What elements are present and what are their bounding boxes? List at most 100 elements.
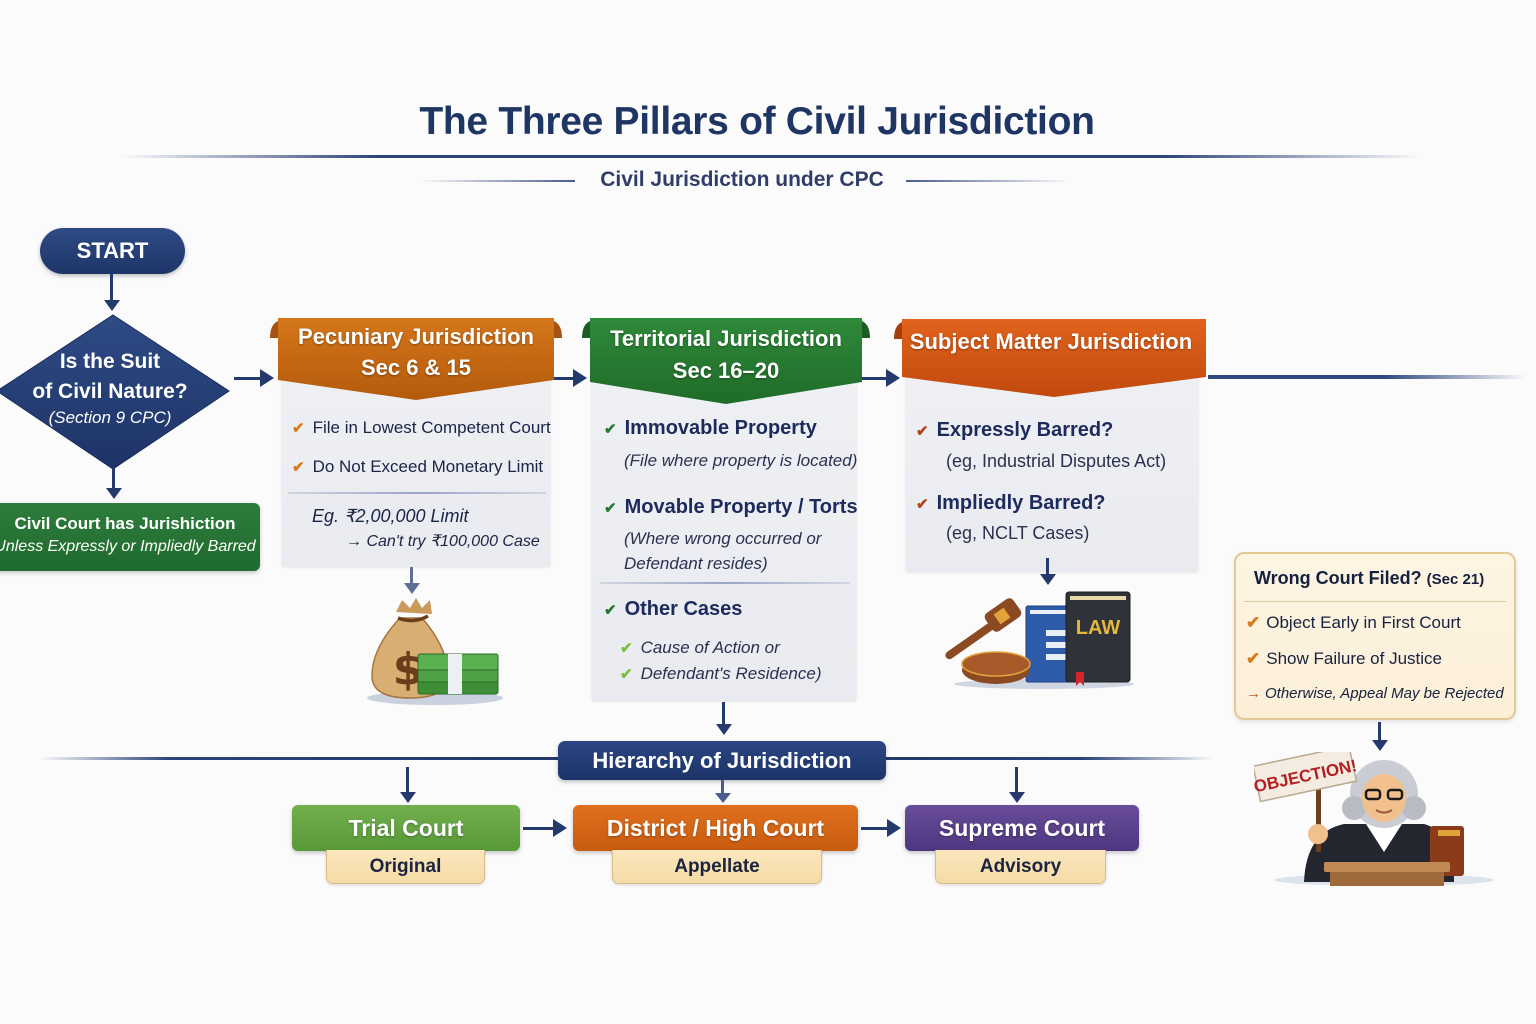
court-type-appellate: Appellate bbox=[612, 850, 822, 884]
arrow-down-icon bbox=[400, 792, 416, 803]
civil-court-note: Unless Expressly or Impliedly Barred bbox=[0, 538, 256, 555]
territorial-note: (File where property is located) bbox=[624, 451, 858, 470]
pillar-header-ribbon bbox=[894, 319, 1206, 397]
check-icon: ✔ bbox=[916, 496, 929, 513]
civil-court-title: Civil Court has Jurishiction bbox=[14, 514, 236, 533]
connector-pecuniary-territorial bbox=[551, 377, 575, 380]
connector-district-supreme bbox=[861, 827, 889, 830]
example-case: → Can't try ₹100,000 Case bbox=[346, 533, 540, 550]
connector-decision-civil bbox=[112, 468, 115, 490]
check-icon: ✔ bbox=[620, 640, 633, 657]
pillar-body bbox=[592, 358, 856, 700]
connector-hierarchy-district bbox=[721, 780, 724, 794]
arrow-down-icon bbox=[1372, 740, 1388, 751]
arrow-down-icon bbox=[1009, 792, 1025, 803]
court-supreme: Supreme Court bbox=[905, 805, 1139, 851]
decision-line-2: of Civil Nature? bbox=[32, 380, 188, 403]
connector-hierarchy-supreme bbox=[1015, 767, 1018, 793]
pillar-header-ribbon bbox=[270, 318, 562, 400]
subject-item-implied: ✔Impliedly Barred? bbox=[916, 492, 1106, 514]
court-district-high: District / High Court bbox=[573, 805, 858, 851]
connector-hierarchy-trial bbox=[406, 767, 409, 793]
check-icon: ✔ bbox=[620, 666, 633, 683]
check-icon: ✔ bbox=[916, 423, 929, 440]
wrong-court-panel: Wrong Court Filed? (Sec 21) ✔Object Earl… bbox=[1234, 552, 1516, 720]
check-icon: ✔ bbox=[1246, 613, 1261, 632]
check-icon: ✔ bbox=[604, 602, 617, 619]
pillar-territorial: Territorial Jurisdiction Sec 16–20 ✔Immo… bbox=[582, 316, 870, 701]
connector-trial-district bbox=[523, 827, 555, 830]
pillar-item: ✔File in Lowest Competent Court bbox=[292, 418, 551, 437]
pillar-section: Sec 6 & 15 bbox=[360, 355, 472, 380]
wrong-court-divider bbox=[1244, 601, 1506, 602]
check-icon: ✔ bbox=[292, 459, 305, 476]
court-trial: Trial Court bbox=[292, 805, 520, 851]
connector-subject-right bbox=[1208, 375, 1528, 379]
pillar-title: Territorial Jurisdiction bbox=[610, 326, 842, 351]
connector-pecuniary-illustration bbox=[410, 567, 413, 585]
pillar-header-ribbon bbox=[582, 318, 870, 404]
arrow-down-icon bbox=[106, 488, 122, 499]
wrong-court-section: (Sec 21) bbox=[1426, 571, 1485, 588]
arrow-right-icon bbox=[573, 369, 587, 387]
page-subtitle: Civil Jurisdiction under CPC bbox=[600, 168, 884, 191]
example-limit: Eg. ₹2,00,000 Limit bbox=[312, 506, 469, 526]
territorial-note: (Where wrong occurred or bbox=[624, 529, 822, 548]
territorial-item-movable: ✔Movable Property / Torts bbox=[604, 496, 858, 518]
subject-item-express: ✔Expressly Barred? bbox=[916, 419, 1114, 441]
decision-diamond: Is the Suit of Civil Nature? (Section 9 … bbox=[0, 313, 235, 470]
check-icon: ✔ bbox=[1246, 649, 1261, 668]
subject-note: (eg, NCLT Cases) bbox=[946, 523, 1090, 543]
arrow-down-icon bbox=[716, 724, 732, 735]
subtitle-rule-left bbox=[420, 180, 575, 182]
connector-start-decision bbox=[110, 274, 113, 302]
wrong-court-warning: →Otherwise, Appeal May be Rejected bbox=[1246, 685, 1504, 702]
title-divider bbox=[120, 155, 1420, 158]
civil-court-result: Civil Court has Jurishiction Unless Expr… bbox=[0, 503, 260, 571]
pillar-subject-matter: Subject Matter Jurisdiction ✔Expressly B… bbox=[894, 317, 1208, 572]
money-bag-icon: $ bbox=[367, 598, 503, 705]
connector-subject-illustration bbox=[1046, 558, 1049, 576]
wrong-court-item: ✔Show Failure of Justice bbox=[1246, 649, 1442, 668]
territorial-sub-item: ✔Cause of Action or bbox=[620, 635, 780, 661]
territorial-sub-item: ✔Defendant's Residence) bbox=[620, 661, 822, 687]
decision-line-1: Is the Suit bbox=[59, 350, 161, 373]
pillar-pecuniary: Pecuniary Jurisdiction Sec 6 & 15 ✔File … bbox=[270, 316, 562, 566]
hierarchy-title: Hierarchy of Jurisdiction bbox=[558, 741, 886, 780]
court-type-advisory: Advisory bbox=[935, 850, 1106, 884]
arrow-right-icon bbox=[887, 819, 901, 837]
territorial-note: Defendant resides) bbox=[624, 554, 768, 573]
pillar-title: Pecuniary Jurisdiction bbox=[298, 324, 534, 349]
territorial-item-other: ✔Other Cases bbox=[604, 598, 743, 620]
arrow-down-icon bbox=[404, 583, 420, 594]
hierarchy-line-left bbox=[40, 757, 560, 760]
connector-wrong-court-judge bbox=[1378, 722, 1381, 742]
arrow-right-icon: → bbox=[1246, 685, 1261, 702]
decision-section: (Section 9 CPC) bbox=[48, 408, 172, 427]
arrow-right-icon bbox=[260, 369, 274, 387]
subtitle-rule-right bbox=[906, 180, 1071, 182]
territorial-item-immovable: ✔Immovable Property bbox=[604, 417, 817, 439]
pillar-divider bbox=[600, 582, 850, 584]
check-icon: ✔ bbox=[604, 500, 617, 517]
gavel-and-law-books-icon: LAW bbox=[945, 591, 1134, 689]
hierarchy-line-right bbox=[885, 757, 1215, 760]
pillar-title: Subject Matter Jurisdiction bbox=[909, 329, 1193, 354]
wrong-court-title: Wrong Court Filed? (Sec 21) bbox=[1254, 568, 1485, 588]
pillar-divider bbox=[288, 492, 546, 494]
arrow-right-icon bbox=[886, 369, 900, 387]
law-book-label: LAW bbox=[1076, 617, 1121, 639]
arrow-down-icon bbox=[104, 300, 120, 311]
start-node: START bbox=[40, 228, 185, 274]
subject-note: (eg, Industrial Disputes Act) bbox=[946, 451, 1167, 471]
court-type-original: Original bbox=[326, 850, 485, 884]
connector-territorial-hierarchy bbox=[722, 702, 725, 726]
judge-objection-icon: OBJECTION! bbox=[1254, 752, 1494, 886]
arrow-down-icon bbox=[715, 793, 731, 803]
connector-decision-pecuniary bbox=[234, 377, 262, 380]
arrow-right-icon bbox=[553, 819, 567, 837]
pillar-section: Sec 16–20 bbox=[672, 358, 780, 383]
connector-territorial-subject bbox=[858, 377, 888, 380]
page-title: The Three Pillars of Civil Jurisdiction bbox=[419, 100, 1095, 143]
arrow-down-icon bbox=[1040, 574, 1056, 585]
